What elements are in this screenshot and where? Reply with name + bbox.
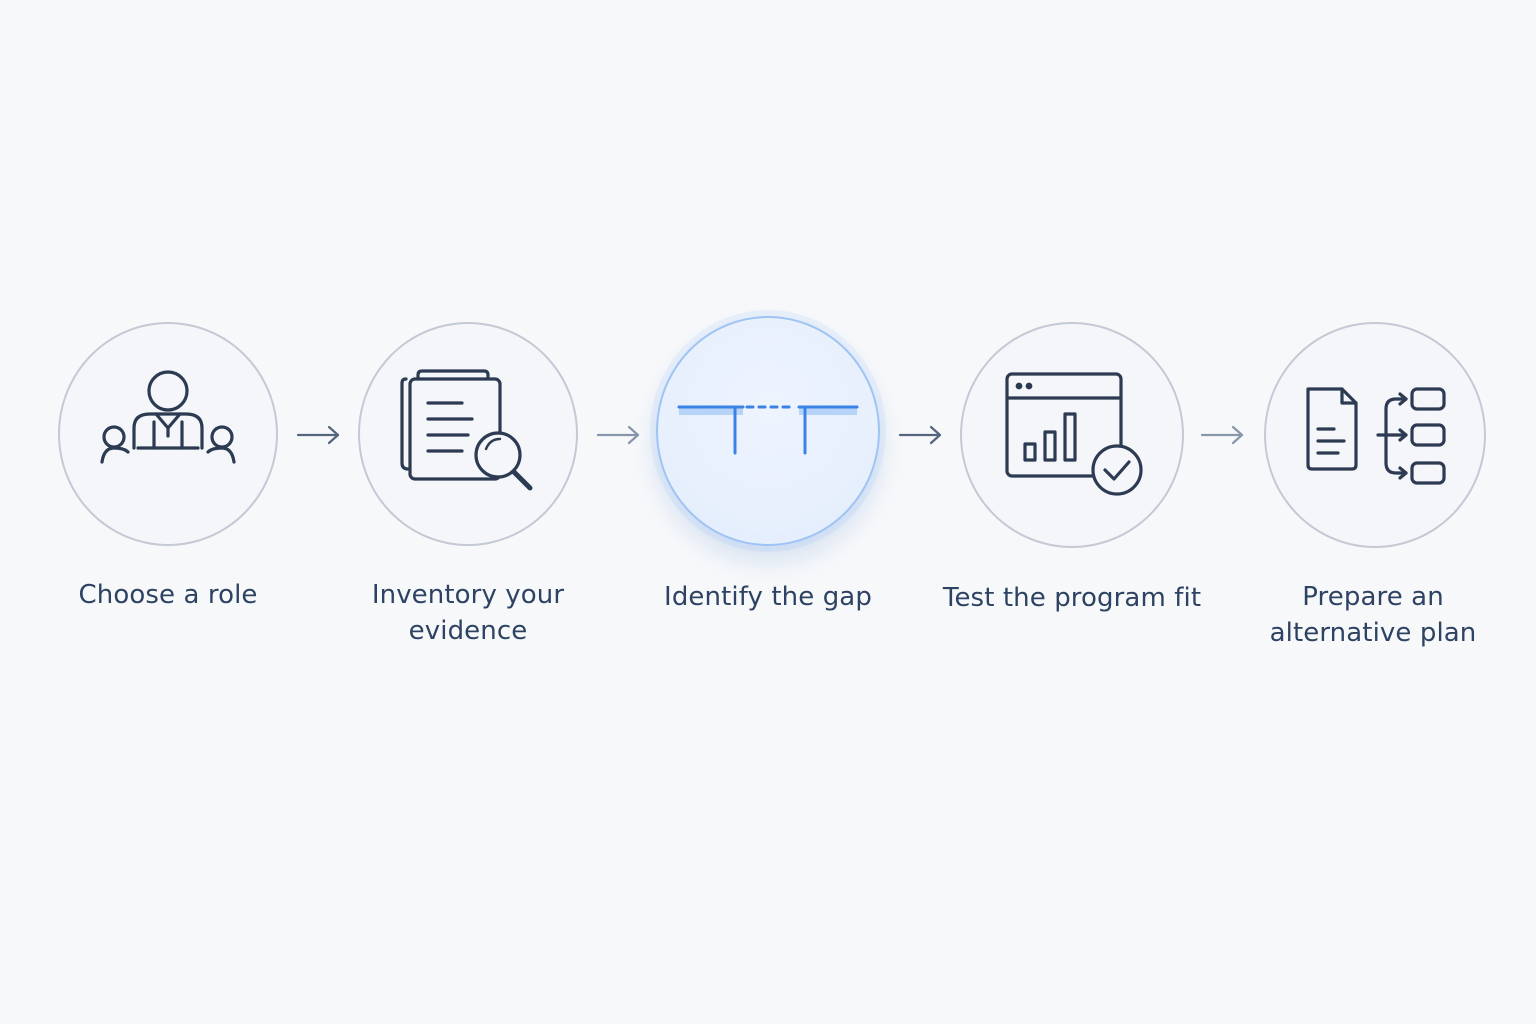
document-branches-icon	[1306, 387, 1446, 485]
step-2-label: Inventory your evidence	[371, 580, 565, 646]
step-3-label: Identify the gap	[664, 582, 872, 612]
step-5-label: Prepare an alternative plan	[1269, 582, 1477, 648]
gap-icon	[677, 405, 859, 455]
step-1-label: Choose a role	[78, 580, 258, 610]
step-4-circle	[960, 322, 1184, 548]
step-2-circle	[358, 322, 578, 546]
arrow-right-icon	[1200, 424, 1246, 446]
browser-chart-check-icon	[1005, 372, 1143, 496]
step-3-circle	[656, 316, 880, 546]
step-4-label: Test the program fit	[942, 583, 1202, 613]
people-role-icon	[100, 370, 236, 464]
arrow-right-icon	[296, 424, 342, 446]
step-1-circle	[58, 322, 278, 546]
arrow-right-icon	[898, 424, 944, 446]
step-5-circle	[1264, 322, 1486, 548]
documents-magnifier-icon	[400, 369, 533, 491]
arrow-right-icon	[596, 424, 642, 446]
